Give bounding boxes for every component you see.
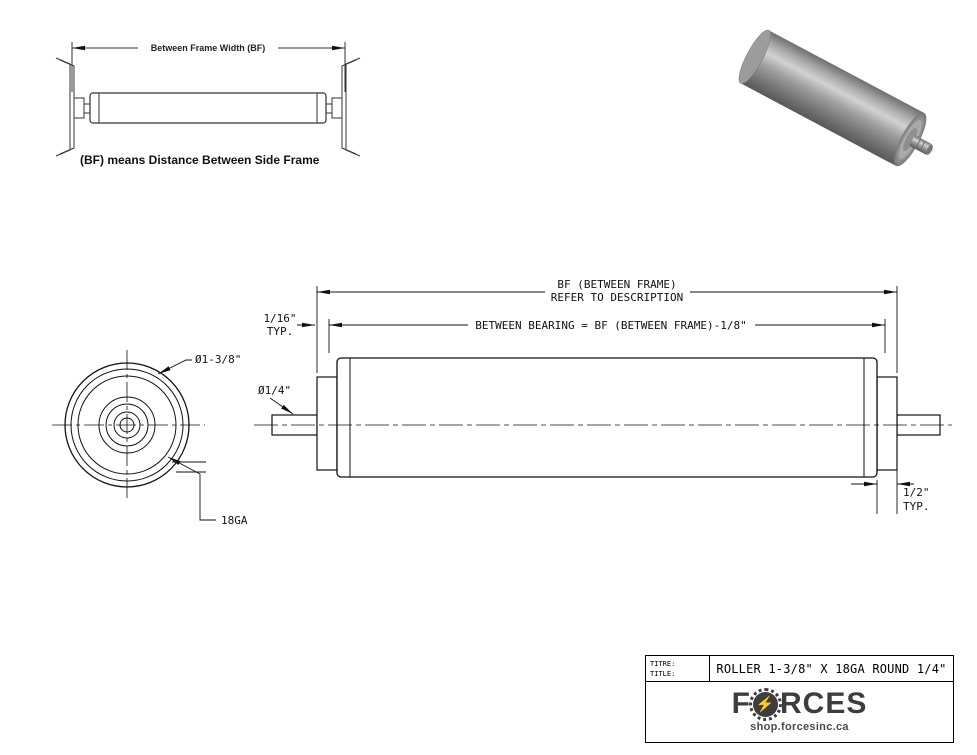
frame-diagram	[55, 42, 361, 157]
bf-caption: (BF) means Distance Between Side Frame	[80, 153, 320, 167]
half-label: 1/2"	[903, 486, 930, 499]
titre-label: TITRE:	[650, 660, 676, 668]
logo-letters-rces: RCES	[779, 687, 868, 720]
roller-end-view	[52, 350, 216, 521]
forces-logo: F ⚡ RCES	[731, 687, 868, 721]
sixteenth-label: 1/16"	[263, 312, 296, 325]
half-typ-label: TYP.	[903, 500, 930, 513]
gear-icon: ⚡	[748, 687, 782, 721]
bf-dimension-label: BF (BETWEEN FRAME)	[557, 278, 676, 291]
frame-width-label: Between Frame Width (BF)	[151, 43, 265, 53]
drawing-title: ROLLER 1-3/8" X 18GA ROUND 1/4"	[716, 661, 947, 676]
between-bearing-label: BETWEEN BEARING = BF (BETWEEN FRAME)-1/8…	[475, 319, 747, 332]
shaft-diameter-label: Ø1/4"	[258, 384, 291, 397]
roller-side-view	[254, 357, 952, 478]
roller-3d-render	[738, 29, 933, 167]
logo-letter-f: F	[731, 687, 751, 720]
title-label-cell: TITRE: TITLE:	[646, 656, 710, 681]
lightning-icon: ⚡	[755, 695, 776, 713]
title-block-logo-area: F ⚡ RCES shop.forcesinc.ca	[646, 682, 953, 740]
title-label: TITLE:	[650, 670, 676, 679]
title-block-header: TITRE: TITLE: ROLLER 1-3/8" X 18GA ROUND…	[646, 656, 953, 682]
roller-diameter-label: Ø1-3/8"	[195, 353, 241, 366]
dimensions	[269, 286, 914, 514]
sixteenth-typ-label: TYP.	[267, 325, 294, 338]
title-block: TITRE: TITLE: ROLLER 1-3/8" X 18GA ROUND…	[645, 655, 954, 743]
refer-description-label: REFER TO DESCRIPTION	[551, 291, 683, 304]
website-text: shop.forcesinc.ca	[750, 721, 849, 733]
gauge-label: 18GA	[221, 514, 248, 527]
